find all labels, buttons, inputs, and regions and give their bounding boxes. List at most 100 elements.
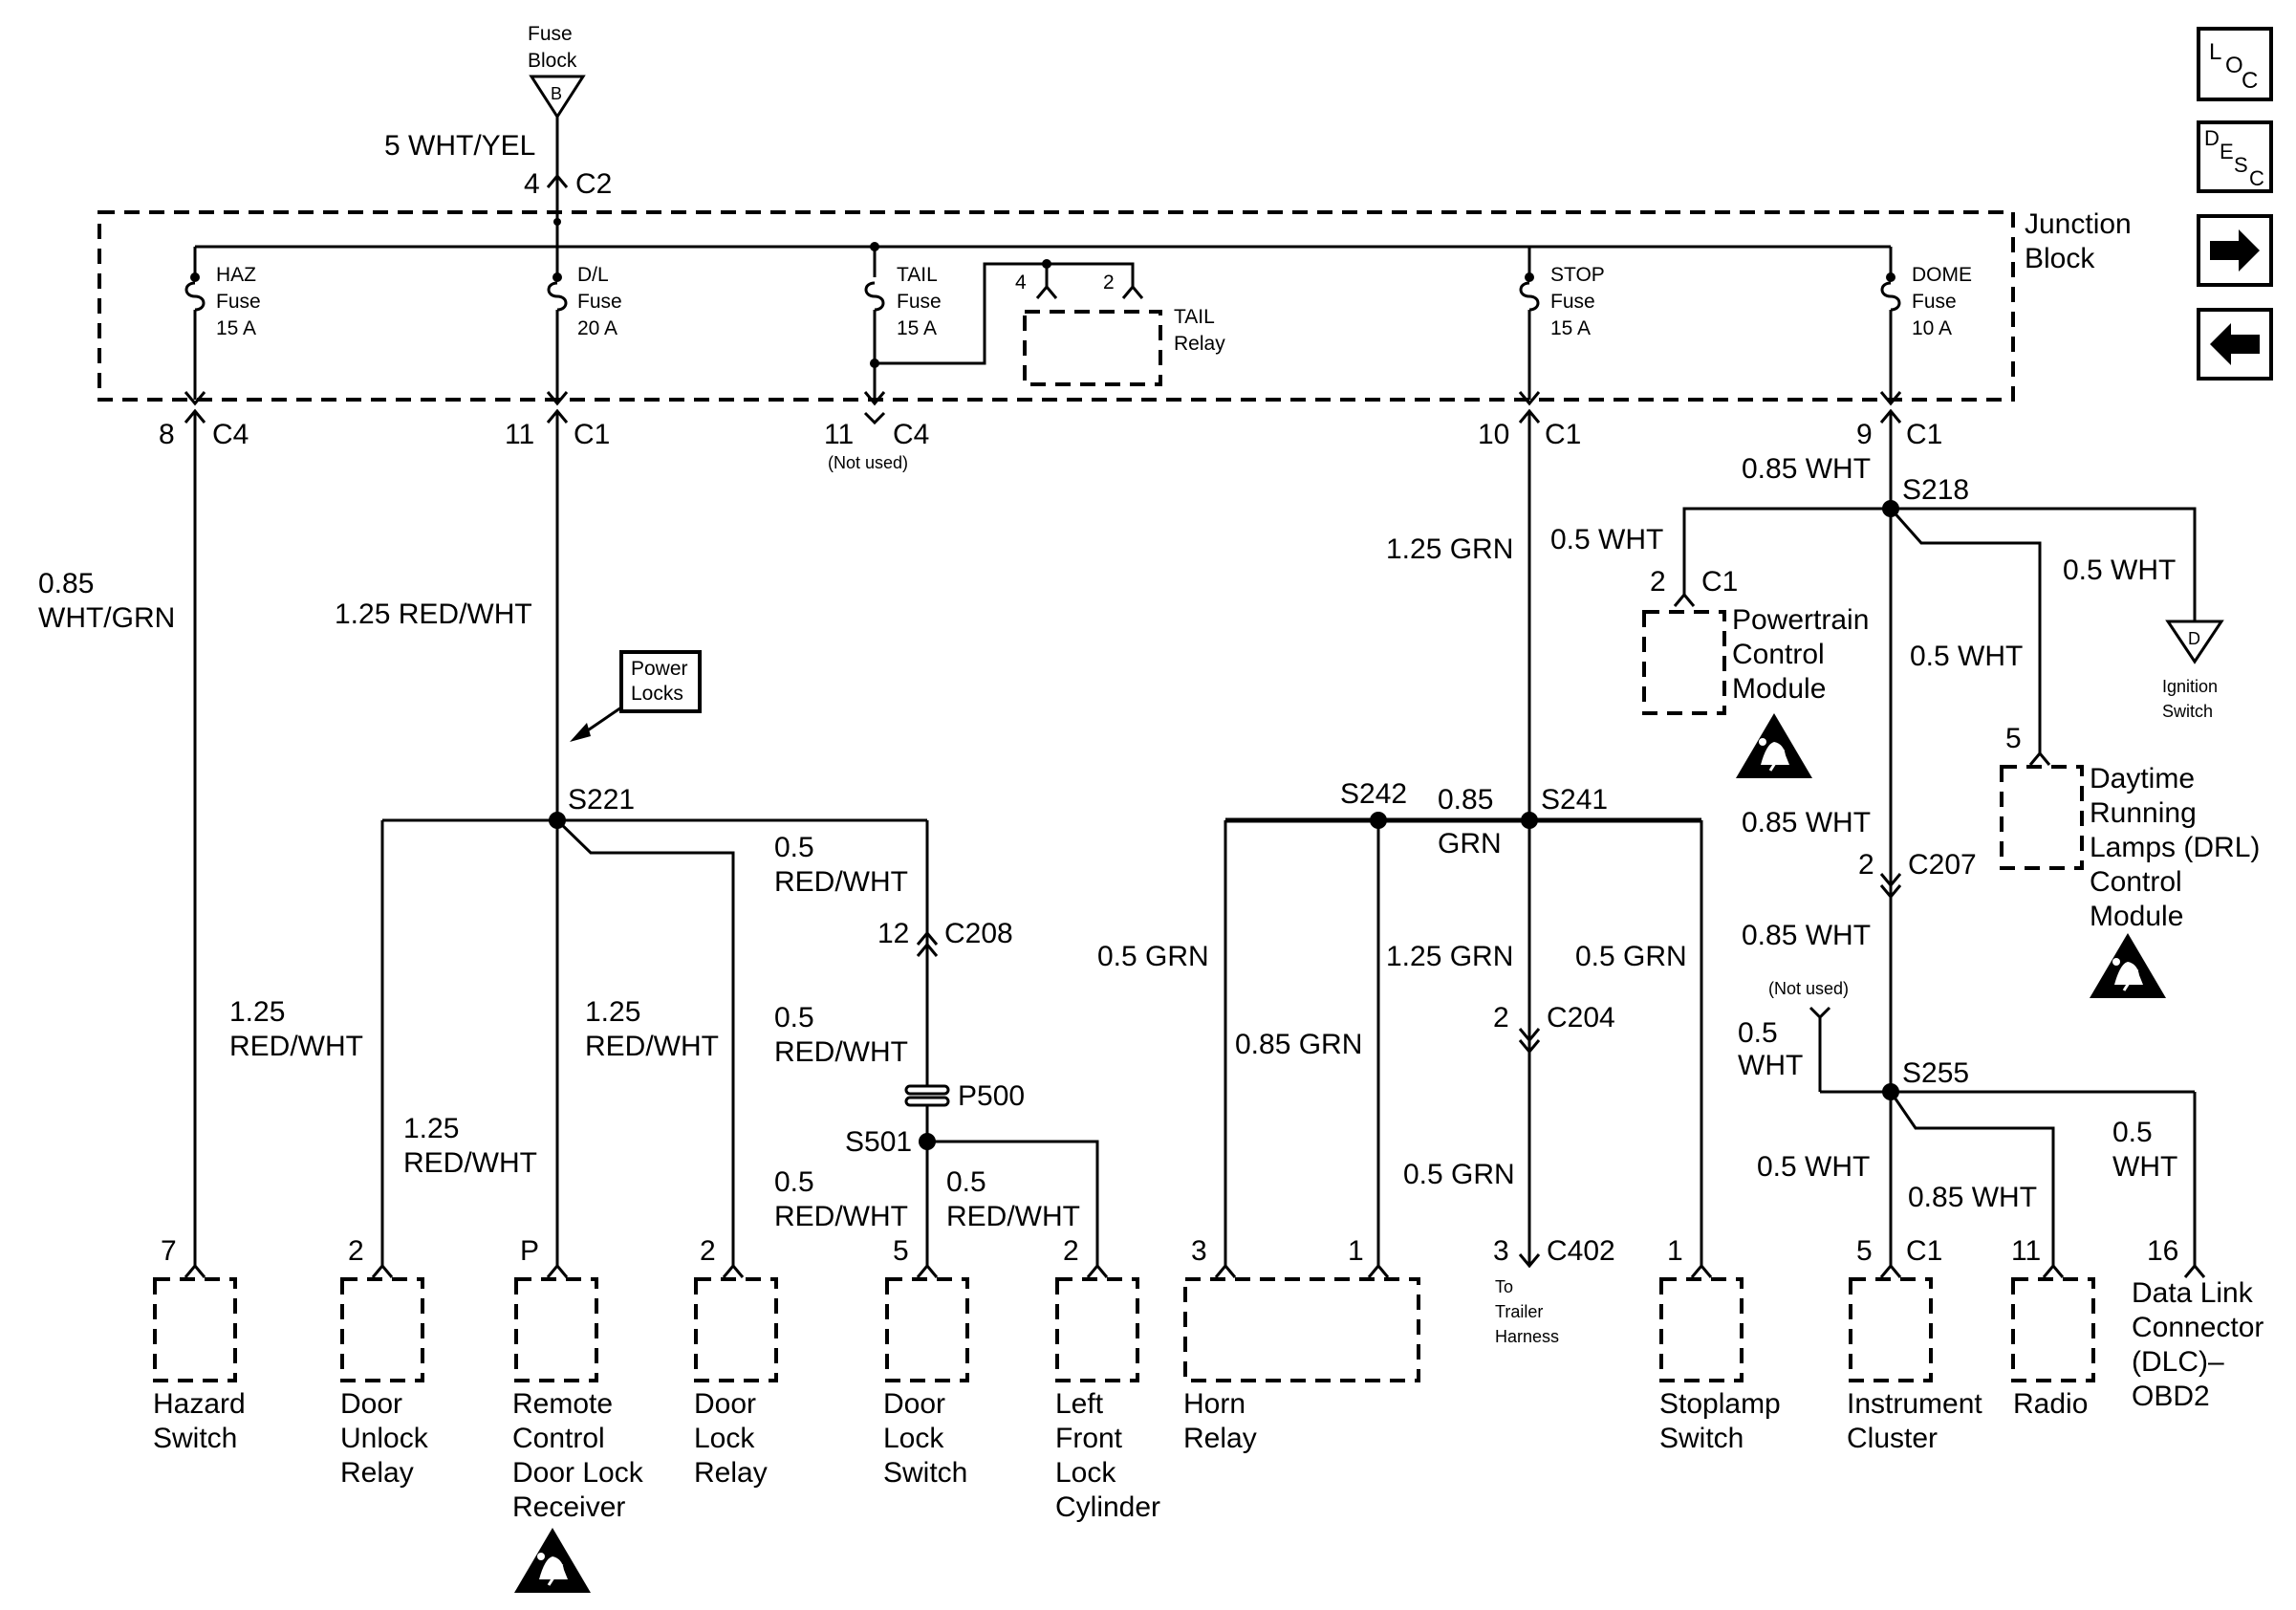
svg-text:3: 3 (1191, 1235, 1207, 1267)
svg-text:5 WHT/YEL: 5 WHT/YEL (384, 130, 535, 162)
svg-text:Powertrain: Powertrain (1732, 604, 1869, 636)
svg-text:GRN: GRN (1438, 828, 1502, 859)
svg-text:C4: C4 (212, 419, 249, 450)
svg-text:L: L (2209, 39, 2221, 65)
svg-text:3: 3 (1493, 1235, 1509, 1267)
hazard-switch: 7 Hazard Switch (153, 1235, 246, 1454)
svg-text:S218: S218 (1902, 474, 1969, 506)
svg-text:Control: Control (1732, 639, 1825, 670)
svg-text:Switch: Switch (2162, 702, 2213, 721)
esd-sensitive-icon (512, 1526, 593, 1595)
svg-text:0.5 GRN: 0.5 GRN (1575, 941, 1687, 972)
svg-text:0.5 GRN: 0.5 GRN (1097, 941, 1209, 972)
svg-text:1.25: 1.25 (229, 996, 285, 1028)
svg-text:0.5: 0.5 (774, 1166, 814, 1198)
svg-text:0.5 WHT: 0.5 WHT (2063, 555, 2176, 586)
tail-relay: 4 2 TAIL Relay (1015, 259, 1225, 386)
svg-text:11: 11 (2011, 1235, 2041, 1267)
fuse-block-feed: Fuse Block B 5 WHT/YEL 4 C2 (384, 23, 612, 200)
svg-text:0.85 WHT: 0.85 WHT (1742, 453, 1871, 485)
radio: 11 Radio (2011, 1235, 2095, 1420)
svg-text:5: 5 (1856, 1235, 1873, 1267)
svg-text:0.5 WHT: 0.5 WHT (1757, 1151, 1870, 1183)
horn-relay: 3 1 Horn Relay (1183, 1235, 1420, 1454)
svg-text:Fuse: Fuse (577, 291, 622, 313)
svg-text:Locks: Locks (631, 683, 683, 705)
svg-text:7: 7 (161, 1235, 177, 1267)
svg-text:0.85: 0.85 (1438, 784, 1493, 816)
output-dome-c1: 9 C1 (1856, 408, 1942, 450)
svg-text:TAIL: TAIL (1174, 306, 1215, 328)
svg-text:Left: Left (1055, 1388, 1104, 1420)
fuse-haz: HAZ Fuse 15 A (184, 247, 261, 406)
svg-text:(Not used): (Not used) (828, 453, 908, 472)
svg-text:0.5: 0.5 (1738, 1017, 1778, 1049)
svg-text:P: P (520, 1235, 539, 1267)
desc-button[interactable]: D E S C (2197, 120, 2273, 193)
svg-text:2: 2 (1063, 1235, 1079, 1267)
svg-text:Lock: Lock (694, 1423, 755, 1454)
prev-page-button[interactable] (2197, 308, 2273, 381)
svg-text:Fuse: Fuse (216, 291, 261, 313)
svg-text:Control: Control (512, 1423, 605, 1454)
left-front-lock-cylinder: 2 Left Front Lock Cylinder (1055, 1235, 1160, 1523)
svg-text:Harness: Harness (1495, 1327, 1559, 1346)
power-locks-link[interactable]: Power Locks (619, 650, 702, 713)
svg-text:C: C (2249, 166, 2264, 190)
svg-text:1.25: 1.25 (403, 1113, 459, 1144)
svg-text:C207: C207 (1908, 849, 1977, 881)
svg-text:2: 2 (1858, 849, 1874, 881)
svg-text:0.85 WHT: 0.85 WHT (1908, 1182, 2037, 1213)
svg-text:WHT: WHT (1738, 1050, 1803, 1081)
svg-text:WHT/GRN: WHT/GRN (38, 602, 175, 634)
output-tail-c4-not-used: 11 C4 (Not used) (824, 411, 929, 472)
fuse-tail: TAIL Fuse 15 A (863, 242, 1047, 406)
svg-text:Connector: Connector (2132, 1312, 2264, 1343)
stoplamp-switch: 1 Stoplamp Switch (1659, 1235, 1781, 1454)
svg-text:10: 10 (1478, 419, 1509, 450)
hazard-circuit: 0.85 WHT/GRN (38, 413, 197, 1266)
powertrain-control-module: Powertrain Control Module (1642, 604, 1869, 780)
svg-text:C204: C204 (1547, 1002, 1615, 1033)
svg-text:Block: Block (2025, 243, 2095, 274)
fuse-dl: D/L Fuse 20 A (546, 247, 622, 406)
data-link-connector: 16 Data Link Connector (DLC)– OBD2 (2132, 1235, 2264, 1412)
next-page-button[interactable] (2197, 214, 2273, 287)
svg-text:Door: Door (883, 1388, 945, 1420)
svg-text:0.5: 0.5 (774, 832, 814, 863)
svg-text:Fuse: Fuse (1550, 291, 1595, 313)
svg-text:S255: S255 (1902, 1057, 1969, 1089)
svg-text:1: 1 (1667, 1235, 1683, 1267)
svg-text:Front: Front (1055, 1423, 1123, 1454)
svg-text:0.85 WHT: 0.85 WHT (1742, 920, 1871, 951)
drl-control-module: Daytime Running Lamps (DRL) Control Modu… (2000, 763, 2260, 1000)
output-dl-c1: 11 C1 (505, 408, 610, 450)
door-lock-relay: 2 Door Lock Relay (694, 1235, 778, 1489)
svg-text:0.5: 0.5 (774, 1002, 814, 1033)
svg-text:Switch: Switch (883, 1457, 967, 1489)
svg-text:0.5 WHT: 0.5 WHT (1550, 524, 1663, 555)
svg-text:C402: C402 (1547, 1235, 1615, 1267)
instrument-cluster: 5 C1 Instrument Cluster (1847, 1235, 1982, 1454)
svg-text:Door Lock: Door Lock (512, 1457, 644, 1489)
svg-text:11: 11 (824, 419, 854, 450)
svg-text:(Not used): (Not used) (1768, 979, 1849, 998)
svg-text:2: 2 (1103, 272, 1115, 294)
svg-text:Junction: Junction (2025, 208, 2132, 240)
fuse-stop: STOP Fuse 15 A (1518, 247, 1605, 406)
loc-button[interactable]: L O C (2197, 27, 2273, 101)
svg-text:D: D (2188, 629, 2200, 648)
svg-text:S: S (2234, 153, 2248, 177)
svg-text:1.25 RED/WHT: 1.25 RED/WHT (335, 598, 532, 630)
svg-text:Control: Control (2090, 866, 2182, 898)
esd-sensitive-icon (2088, 931, 2168, 1000)
svg-text:Remote: Remote (512, 1388, 613, 1420)
svg-text:Module: Module (1732, 673, 1826, 705)
stoplamp-circuit: 1.25 GRN S242 S241 0.85 GRN 0.5 GRN 0.85… (1097, 413, 1703, 1266)
svg-text:RED/WHT: RED/WHT (585, 1031, 719, 1062)
svg-text:Daytime: Daytime (2090, 763, 2195, 794)
svg-text:C208: C208 (944, 918, 1013, 949)
svg-text:20 A: 20 A (577, 317, 617, 339)
svg-text:Cylinder: Cylinder (1055, 1491, 1160, 1523)
svg-text:15 A: 15 A (897, 317, 937, 339)
